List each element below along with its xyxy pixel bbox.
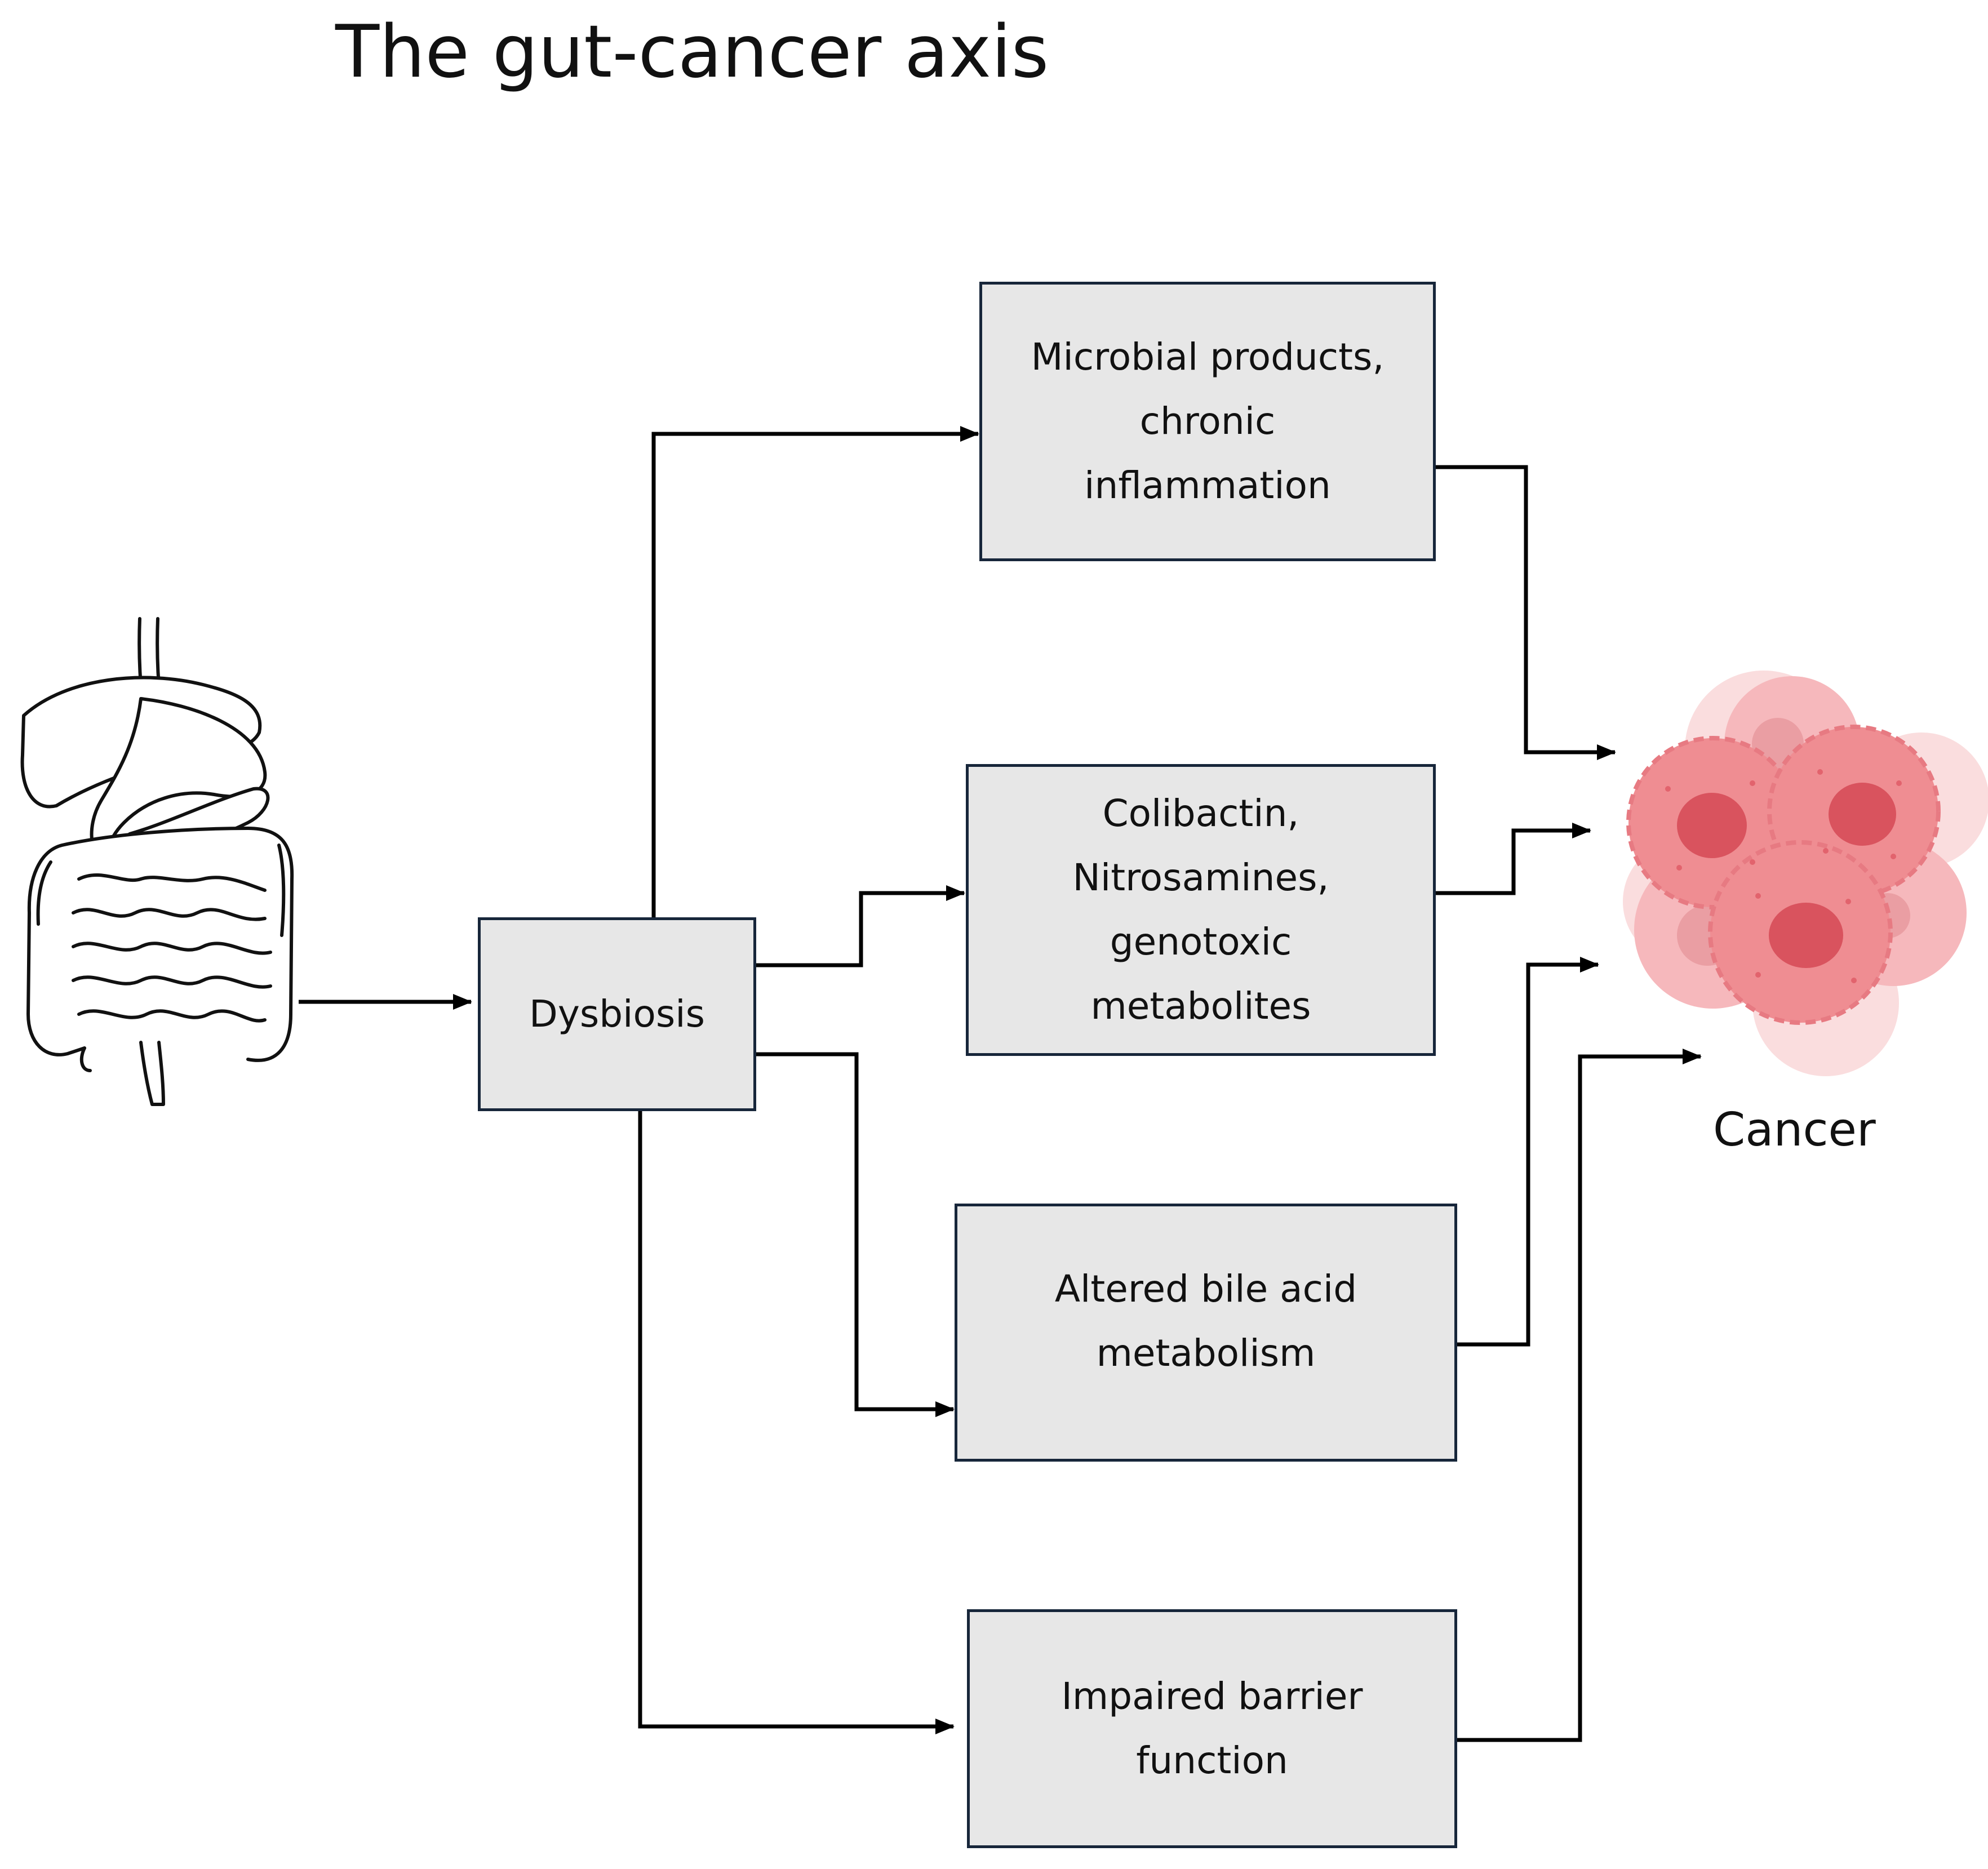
node-microbial-products: Microbial products, chronic inflammation	[979, 282, 1436, 561]
node-colibactin-line: Colibactin,	[1102, 792, 1299, 835]
node-dysbiosis-line: Dysbiosis	[529, 992, 705, 1036]
node-microbial-line: Microbial products,	[1031, 335, 1384, 379]
node-barrier-line: Impaired barrier	[1061, 1675, 1363, 1718]
node-bile-acid-metabolism: Altered bile acid metabolism	[955, 1204, 1457, 1462]
node-bile-line: metabolism	[1096, 1331, 1316, 1375]
node-impaired-barrier: Impaired barrier function	[967, 1609, 1457, 1848]
arrow-colibactin-to-cancer	[1436, 823, 1591, 895]
node-bile-line: Altered bile acid	[1054, 1267, 1357, 1311]
arrow-bile-to-cancer	[1457, 957, 1599, 1347]
arrow-microbial-to-cancer	[1436, 465, 1616, 760]
arrow-dysbiosis-to-colibactin	[756, 885, 965, 967]
node-microbial-line: chronic	[1139, 399, 1276, 443]
node-dysbiosis: Dysbiosis	[478, 917, 756, 1111]
node-colibactin-line: genotoxic	[1110, 920, 1292, 964]
node-barrier-line: function	[1136, 1739, 1288, 1782]
arrow-dysbiosis-to-bile	[756, 1052, 955, 1417]
arrow-barrier-to-cancer	[1457, 1049, 1702, 1742]
diagram-title: The gut-cancer axis	[335, 10, 1049, 94]
cancer-label: Cancer	[1713, 1103, 1876, 1157]
arrow-dysbiosis-to-microbial	[651, 426, 979, 917]
arrow-dysbiosis-to-barrier	[638, 1111, 955, 1734]
node-microbial-line: inflammation	[1084, 464, 1331, 507]
node-colibactin-line: Nitrosamines,	[1072, 856, 1329, 899]
node-genotoxic-metabolites: Colibactin, Nitrosamines, genotoxic meta…	[966, 764, 1436, 1056]
node-colibactin-line: metabolites	[1090, 984, 1311, 1028]
